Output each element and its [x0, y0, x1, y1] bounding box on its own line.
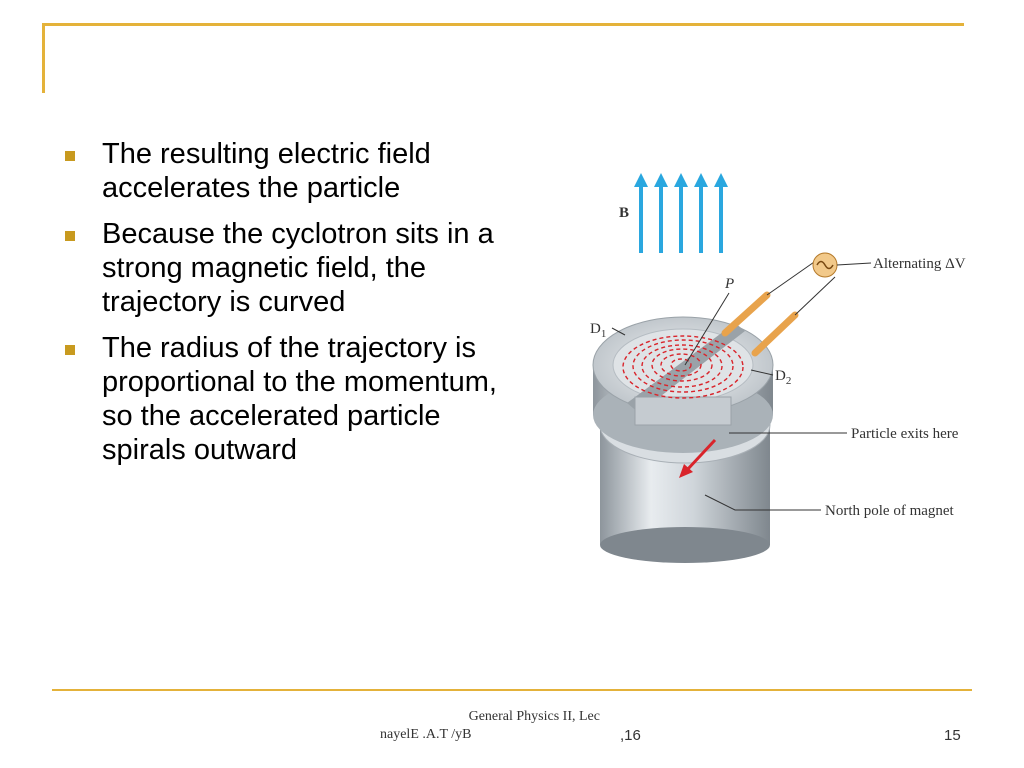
- field-arrow: [654, 173, 668, 253]
- footer-divider: [52, 689, 972, 691]
- footer-author: nayelE .A.T /yB: [380, 727, 472, 742]
- north-pole-label: North pole of magnet: [825, 503, 955, 519]
- footer-info: General Physics II, Lec nayelE .A.T /yB: [380, 708, 610, 744]
- bullet-text: The resulting electric field accelerates…: [102, 138, 431, 204]
- cyclotron-diagram: B: [590, 173, 966, 563]
- field-arrow: [714, 173, 728, 253]
- magnetic-field-arrows: [634, 173, 728, 253]
- ac-source-icon: [812, 252, 838, 278]
- bullet-item: Because the cyclotron sits in a strong m…: [62, 217, 532, 319]
- top-frame-line: [42, 23, 964, 26]
- bullet-text: The radius of the trajectory is proporti…: [102, 332, 497, 466]
- field-arrow: [694, 173, 708, 253]
- particle-spiral-path: [622, 335, 744, 399]
- bullet-list: The resulting electric field accelerates…: [62, 137, 532, 479]
- exit-arrow: [679, 438, 717, 478]
- alternating-voltage-label: Alternating ΔV: [873, 256, 966, 272]
- field-arrow: [674, 173, 688, 253]
- footer-course-title: General Physics II, Lec: [468, 709, 600, 724]
- label-p: P: [724, 276, 734, 292]
- field-arrow: [634, 173, 648, 253]
- d1-letter: D: [590, 321, 601, 337]
- field-b-label: B: [619, 205, 629, 221]
- d1-subscript: 1: [601, 328, 607, 340]
- bullet-square-icon: [65, 231, 75, 241]
- bullet-item: The resulting electric field accelerates…: [62, 137, 532, 205]
- bullet-square-icon: [65, 345, 75, 355]
- bullet-square-icon: [65, 151, 75, 161]
- particle-exits-label: Particle exits here: [851, 426, 959, 442]
- dee-housing: [592, 316, 774, 453]
- d2-letter: D: [775, 368, 786, 384]
- footer-date: ,16: [620, 727, 641, 744]
- left-frame-line: [42, 23, 45, 93]
- page-number: 15: [944, 727, 961, 744]
- cyclotron-figure: B: [585, 165, 985, 565]
- bullet-item: The radius of the trajectory is proporti…: [62, 331, 532, 467]
- label-d2: D2: [775, 368, 791, 387]
- d2-subscript: 2: [786, 375, 792, 387]
- bullet-text: Because the cyclotron sits in a strong m…: [102, 218, 494, 318]
- label-d1: D1: [590, 321, 606, 340]
- electrodes: [721, 259, 836, 357]
